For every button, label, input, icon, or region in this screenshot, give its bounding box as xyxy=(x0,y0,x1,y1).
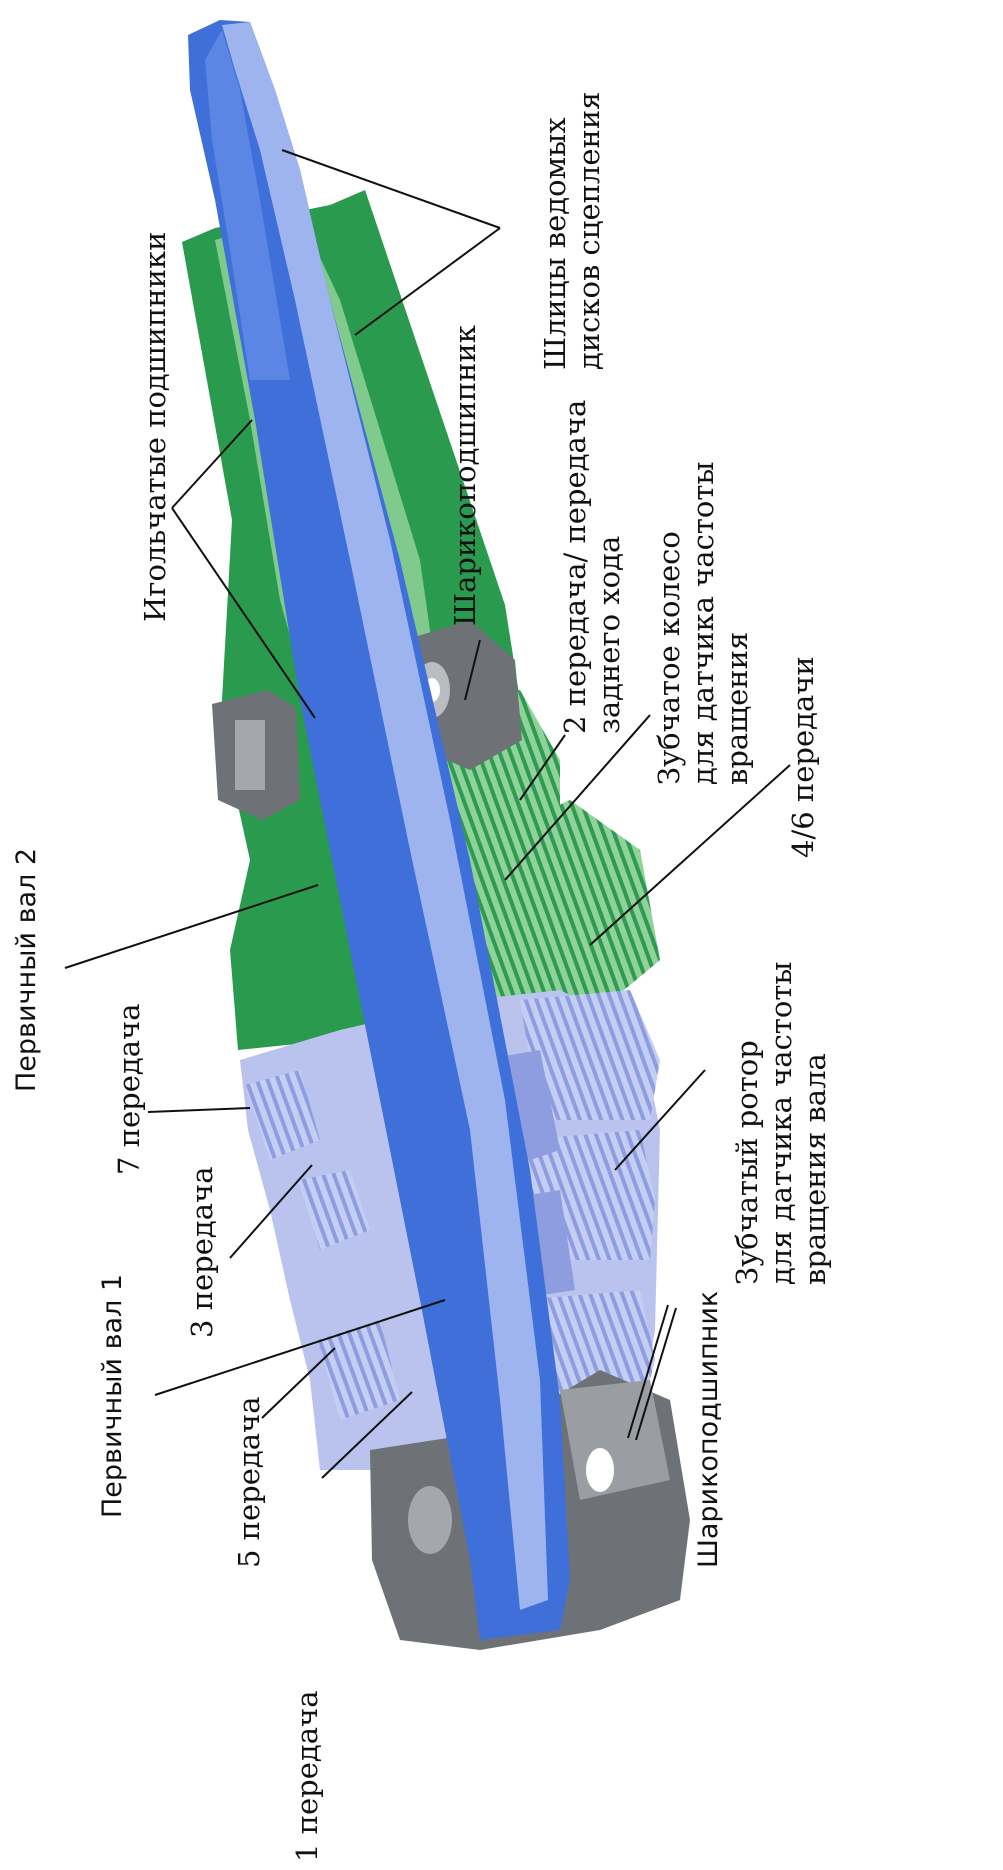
leader-sharikopodshipnik-bottom-a xyxy=(628,1305,668,1438)
label-perv-val-2: Первичный вал 2 xyxy=(10,848,44,1092)
label-shlitsy: Шлицы ведомых дисков сцепления xyxy=(538,92,606,370)
label-peredacha3: 3 передача xyxy=(185,1167,219,1339)
label-perv-val-1-text: Первичный вал 1 xyxy=(96,1274,130,1518)
label-igolchatye: Игольчатые подшипники xyxy=(138,232,172,623)
leader-igolchatye-a xyxy=(172,420,252,508)
label-peredachi46-text: 4/6 передачи xyxy=(786,656,820,858)
label-rotor-line2: для датчика частоты xyxy=(764,962,798,1285)
label-peredacha7: 7 передача xyxy=(112,1004,146,1176)
leader-peredacha1 xyxy=(322,1392,412,1478)
label-peredacha2-line2: заднего хода xyxy=(592,400,626,734)
leader-igolchatye-b xyxy=(172,508,315,718)
label-rotor: Зубчатый ротор для датчика частоты враще… xyxy=(730,962,832,1285)
label-peredacha2: 2 передача/ передача заднего хода xyxy=(558,400,626,734)
label-shlitsy-line2: дисков сцепления xyxy=(572,92,606,370)
label-igolchatye-text: Игольчатые подшипники xyxy=(138,232,172,623)
leader-peredacha3 xyxy=(230,1165,312,1258)
label-shlitsy-line1: Шлицы ведомых xyxy=(538,92,572,370)
label-sharikopodshipnik-bottom-text: Шарикоподшипник xyxy=(692,1291,726,1568)
label-zubchatoe: Зубчатое колесо для датчика частоты вращ… xyxy=(652,462,754,785)
label-zubchatoe-line2: для датчика частоты xyxy=(686,462,720,785)
label-sharikopodshipnik-top-text: Шарикоподшипник xyxy=(448,325,482,626)
leader-rotor xyxy=(615,1070,705,1170)
label-peredacha2-line1: 2 передача/ передача xyxy=(558,400,592,734)
label-peredacha5-text: 5 передача xyxy=(232,1397,266,1569)
label-zubchatoe-line1: Зубчатое колесо xyxy=(652,462,686,785)
label-sharikopodshipnik-bottom: Шарикоподшипник xyxy=(692,1291,726,1568)
label-perv-val-1: Первичный вал 1 xyxy=(96,1274,130,1518)
label-perv-val-2-text: Первичный вал 2 xyxy=(10,848,44,1092)
leader-peredacha5 xyxy=(262,1348,335,1418)
leader-sharikopodshipnik-bottom-b xyxy=(636,1308,676,1440)
leader-peredachi46 xyxy=(590,765,790,945)
label-rotor-line1: Зубчатый ротор xyxy=(730,962,764,1285)
label-peredacha5: 5 передача xyxy=(232,1397,266,1569)
label-zubchatoe-line3: вращения xyxy=(720,462,754,785)
leader-perv-val-2 xyxy=(65,885,318,968)
leader-peredacha7 xyxy=(148,1108,250,1112)
leader-peredacha2 xyxy=(520,735,565,800)
leader-shlitsy-a xyxy=(282,150,500,228)
label-peredacha1-text: 1 передача xyxy=(290,1691,324,1863)
label-peredacha3-text: 3 передача xyxy=(185,1167,219,1339)
label-sharikopodshipnik-top: Шарикоподшипник xyxy=(448,325,482,626)
label-peredachi46: 4/6 передачи xyxy=(786,656,820,858)
label-peredacha1: 1 передача xyxy=(290,1691,324,1863)
leader-sharikopodshipnik-top xyxy=(465,640,480,700)
label-peredacha7-text: 7 передача xyxy=(112,1004,146,1176)
leader-zubchatoe xyxy=(505,715,650,880)
label-rotor-line3: вращения вала xyxy=(798,962,832,1285)
leader-shlitsy-b xyxy=(355,228,500,335)
